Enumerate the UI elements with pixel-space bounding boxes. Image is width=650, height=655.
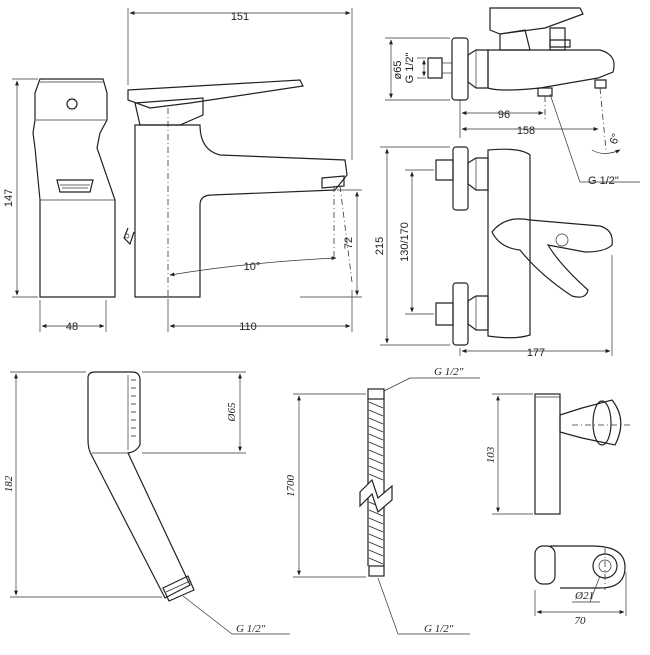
- hand-shower-view: 182 Ø65 G 1/2": [3, 371, 290, 635]
- basin-length-label: 151: [231, 11, 249, 23]
- holder-depth-label: 70: [575, 615, 587, 627]
- bath-inlet-thread-label: G 1/2": [404, 53, 416, 84]
- bath-spout-projection-label: 96: [498, 109, 510, 121]
- basin-swivel-label: 10°: [244, 261, 261, 273]
- basin-spout-height-label: 72: [343, 237, 355, 249]
- basin-height-label: 147: [3, 189, 15, 207]
- bath-spout-angle-label: 6°: [608, 132, 623, 146]
- basin-mixer-front-view: 147 48: [3, 78, 116, 333]
- basin-spout-reach-label: 110: [239, 321, 257, 333]
- basin-mixer-side-view: 151 110 10° 72: [123, 8, 362, 333]
- shower-thread-label: G 1/2": [236, 623, 266, 635]
- bath-width-label: 177: [527, 347, 545, 359]
- bath-height-label: 215: [374, 237, 386, 255]
- wall-holder-view: 103 Ø21 70: [485, 393, 630, 627]
- shower-hose-view: 1700 G 1/2" G 1/2": [285, 366, 480, 635]
- holder-height-label: 103: [485, 446, 497, 463]
- basin-width-label: 48: [66, 321, 78, 333]
- holder-bore-label: Ø21: [574, 590, 594, 602]
- bath-outlet-thread-label: G 1/2": [588, 175, 619, 187]
- bath-overall-projection-label: 158: [517, 125, 535, 137]
- hose-length-label: 1700: [285, 475, 297, 498]
- bath-mixer-front-view: 215 130/170 177: [374, 146, 613, 359]
- bath-rosette-diameter-label: ø65: [392, 61, 404, 80]
- bath-mixer-side-view: ø65 G 1/2" 96 158 6° G 1/2": [385, 7, 640, 187]
- hose-top-thread-label: G 1/2": [434, 366, 464, 378]
- hose-bottom-thread-label: G 1/2": [424, 623, 454, 635]
- bath-centres-label: 130/170: [399, 222, 411, 262]
- shower-length-label: 182: [3, 475, 15, 492]
- shower-head-diameter-label: Ø65: [226, 402, 238, 422]
